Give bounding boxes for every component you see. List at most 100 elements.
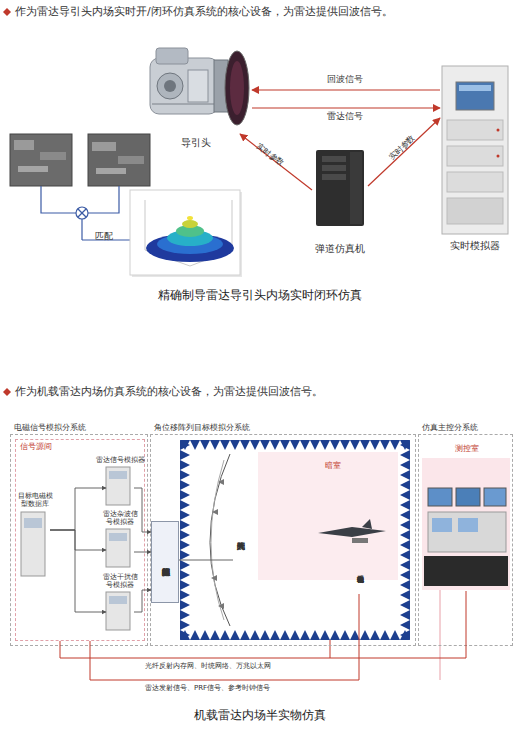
array-arc [211,460,224,620]
node-text: 电磁信号模拟分系统 [14,424,86,433]
bullet-diamond [3,388,11,396]
array-element [212,509,218,515]
drive-bay [322,174,346,180]
connector-label: 光纤反射内存网、时统网络、万兆以太网 [145,662,271,670]
simulator-cabinet: 雷达干扰信号模拟器 [106,592,134,634]
correlation-plot [130,190,242,277]
absorber-strip [180,630,410,640]
match-symbol [78,209,86,217]
control-room-region: 测控室 [423,441,511,591]
rack-panel [447,198,503,224]
simulator-cabinet: 雷达杂波信号模拟器 [106,529,134,571]
turntable-head [352,538,368,543]
seeker-body [150,58,218,114]
plot-frame [130,190,240,275]
connector [50,488,106,530]
node-text: 阵列天线 [233,501,247,571]
connector [134,488,151,532]
match-label: 匹配 [95,231,113,241]
connector [252,89,440,90]
seeker-part [156,48,188,64]
node-text: 测控室 [455,445,479,454]
bullet-diamond [3,8,11,16]
node-text: 暗室 [325,461,341,470]
control-room [422,458,510,590]
node-text: 仿真主控分系统 [422,424,478,433]
connector-label: 实时参数 [387,133,417,162]
image-texture [118,156,144,164]
node-text: 信号源间 [20,443,52,452]
match-wire [81,219,82,240]
database-cabinet: 目标电磁模型数据库 [20,510,50,582]
node-text: 目标电磁模型数据库 [17,493,53,508]
seeker-box: 导引头 [140,42,252,134]
monitor [458,518,478,532]
computer-box: 弹道仿真机 [312,148,368,228]
connector [368,118,440,186]
array-element [218,479,224,485]
node-text: 弹道仿真机 [315,244,365,255]
simulator-cabinet: 雷达信号模拟器 [106,467,134,509]
image-texture [18,166,48,172]
subsystem-region: 角位移阵列目标模拟分系统角位移阵列目标模拟器暗室阵列天线电动伺服转台 [150,434,416,646]
connector [90,594,359,680]
cabinet-panel [109,471,127,479]
simulator-box: 实时模拟器 [440,64,510,236]
pc-case [316,150,364,226]
bus-drop [330,640,331,658]
chamber-zone [258,452,398,580]
seeker-gimbal [164,80,176,92]
node-text: 导引头 [181,138,211,149]
absorber-strip [400,440,410,640]
array-element [218,603,224,609]
node-text: 角位移阵列目标模拟分系统 [154,424,250,433]
rack-panel [447,146,503,166]
image-texture [96,168,126,174]
node-text: 雷达信号模拟器 [92,457,148,465]
turntable-box: 电动伺服转台 [353,546,367,594]
monitor [432,518,452,532]
cabinet [106,592,130,630]
sar-image [88,134,150,186]
led [497,129,500,132]
match-symbol [78,209,86,217]
connector-label: 雷达发射信号、PRF信号、参考时钟信号 [145,684,270,692]
pc-side [350,152,362,224]
drive-bay [322,156,346,162]
connector [50,530,106,550]
cabinet-frame [442,66,508,234]
match-wire [88,186,119,213]
simulator-cabinet [442,66,508,234]
rack-panel [447,172,503,192]
cabinet-panel [109,596,127,604]
connector-label: 雷达信号 [327,111,363,121]
sar-image [10,134,72,186]
figure-caption: 机载雷达内场半实物仿真 [194,709,326,723]
array-simulator-box: 角位移阵列目标模拟器 [151,521,179,603]
connector-label: 实时参数 [254,141,285,168]
surface-peak [187,216,193,220]
image-matching [10,134,150,240]
cabinet-panel [24,518,42,528]
section-caption: 精确制导雷达导引头内场实时闭环仿真 [158,289,362,303]
node-text: 雷达干扰信号模拟器 [100,574,140,590]
image-texture [92,142,116,151]
seeker-part [188,70,208,102]
node-text: 实时模拟器 [450,241,500,252]
monitor [456,488,480,506]
subsystem-region: 仿真主控分系统测控室 [418,434,513,646]
control-room-zone [422,458,510,590]
room-region: 信号源间目标电磁模型数据库雷达信号模拟器雷达杂波信号模拟器雷达干扰信号模拟器 [15,439,145,641]
pc-tower [316,150,364,226]
aircraft-fin [362,519,372,529]
anechoic-chamber [180,440,410,640]
seeker-detail [152,104,214,105]
seeker-antenna [230,61,244,115]
array-element [211,575,217,581]
node-text: 雷达杂波信号模拟器 [100,511,140,527]
seeker-antenna [225,51,249,125]
connector [60,591,466,658]
